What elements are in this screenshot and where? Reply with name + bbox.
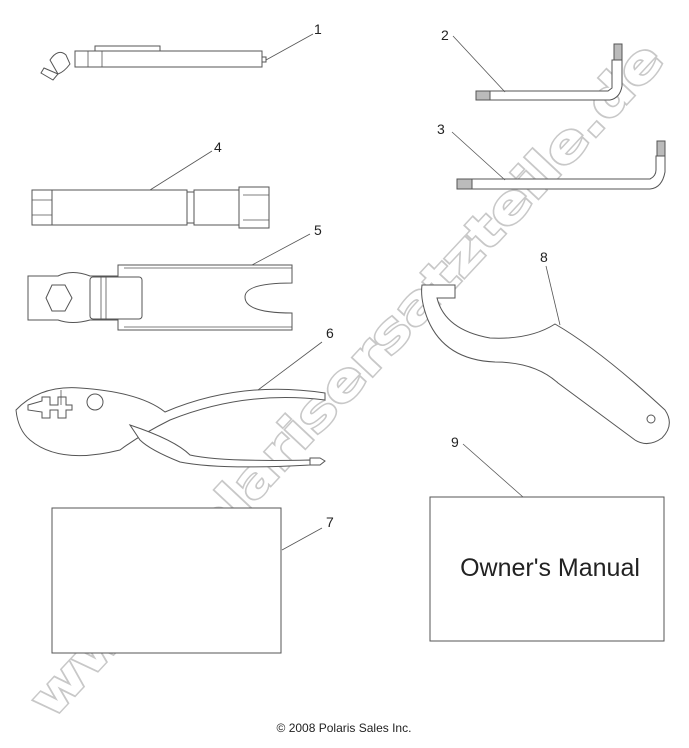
callout-1: 1	[314, 21, 322, 37]
leader-5	[251, 233, 311, 266]
callout-8: 8	[540, 249, 548, 265]
callout-2: 2	[441, 27, 449, 43]
part-8-tool	[421, 284, 670, 444]
leader-4	[149, 150, 213, 191]
leader-9	[462, 443, 524, 498]
part-4-tool	[31, 186, 270, 229]
callout-4: 4	[214, 139, 222, 155]
part-2-tool	[475, 43, 623, 101]
part-3-tool	[456, 140, 666, 190]
leader-2	[452, 35, 506, 93]
leader-1	[265, 33, 314, 61]
leader-6	[257, 341, 323, 391]
callout-5: 5	[314, 222, 322, 238]
copyright: © 2008 Polaris Sales Inc.	[277, 721, 412, 735]
leader-7	[281, 527, 323, 551]
part-7-card	[51, 507, 282, 654]
manual-title: Owner's Manual	[460, 554, 640, 582]
part-1-tool	[40, 45, 267, 81]
leader-8	[545, 265, 561, 326]
callout-7: 7	[326, 514, 334, 530]
callout-6: 6	[326, 325, 334, 341]
part-9-manual	[429, 496, 665, 642]
callout-9: 9	[451, 434, 459, 450]
callout-3: 3	[437, 121, 445, 137]
part-5-tool	[27, 264, 293, 331]
leader-3	[451, 131, 506, 181]
part-6-tool	[15, 387, 326, 468]
